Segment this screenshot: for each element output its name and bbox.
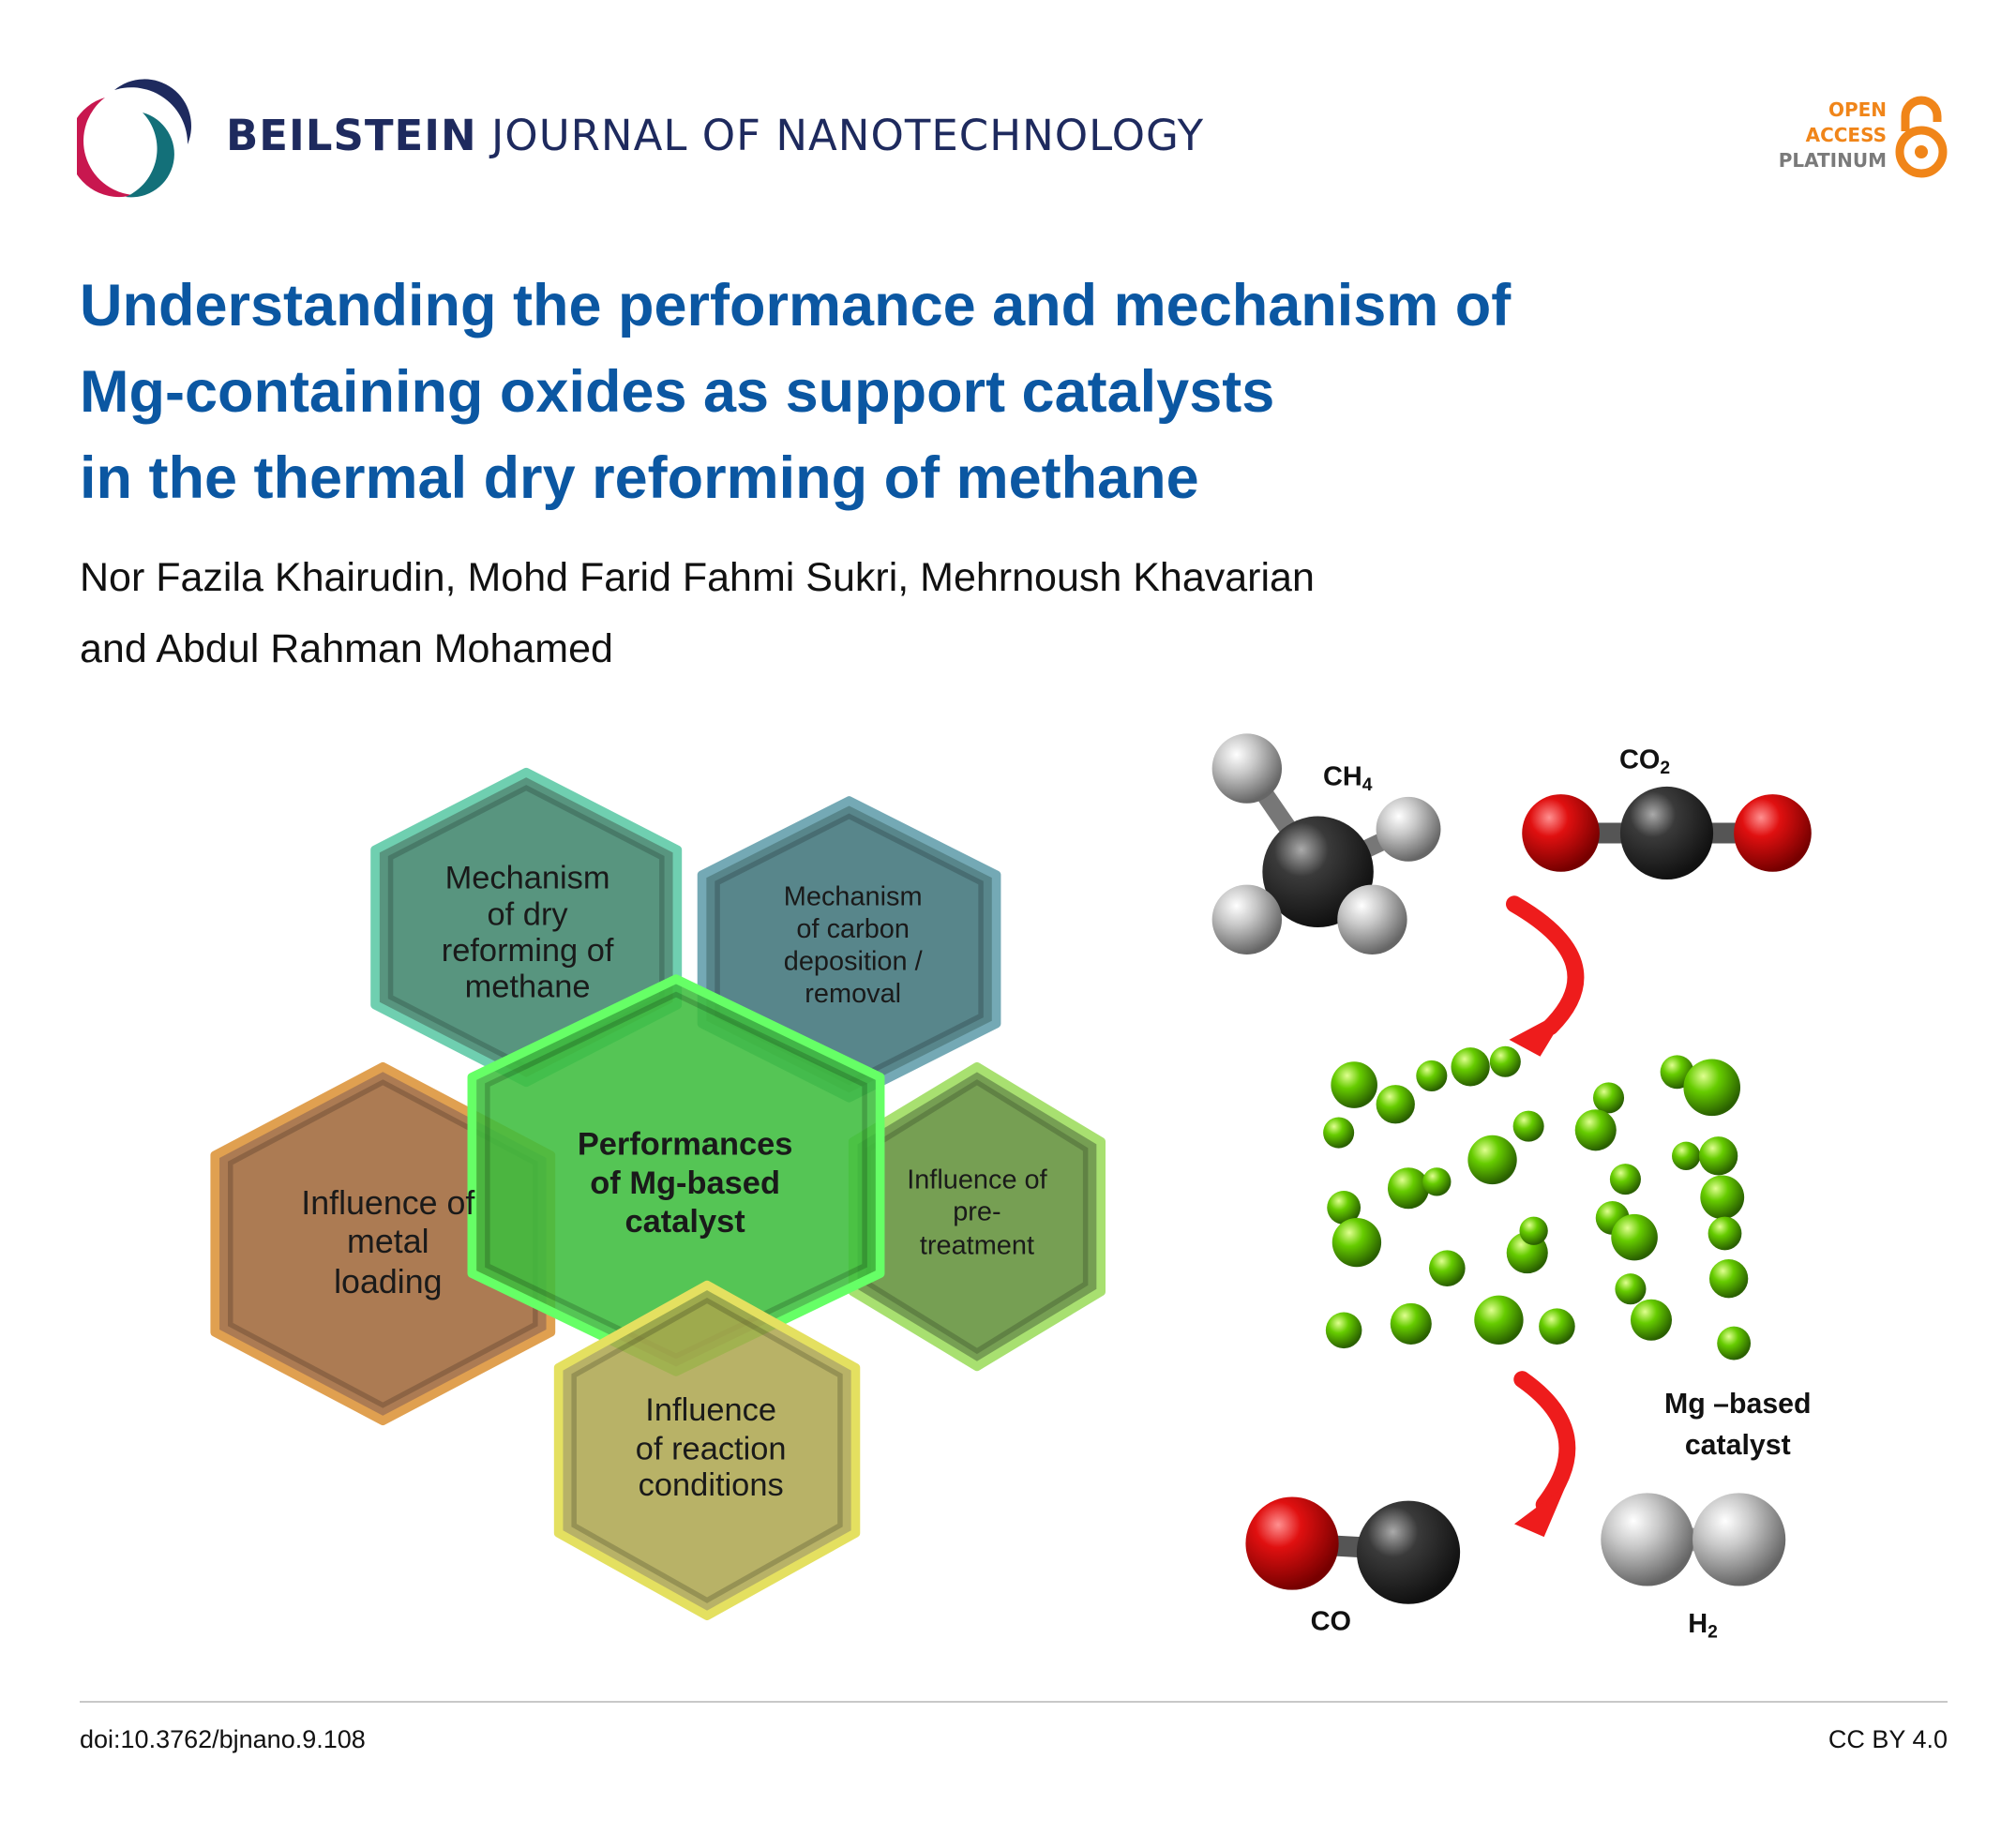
hydrogen-atom	[1211, 884, 1283, 955]
magnesium-atom	[1512, 1110, 1544, 1142]
co-label: CO	[1311, 1606, 1351, 1636]
magnesium-atom	[1698, 1136, 1738, 1176]
journal-name: BEILSTEIN JOURNAL OF NANOTECHNOLOGY	[226, 111, 1204, 160]
magnesium-atom	[1416, 1060, 1448, 1091]
carbon-atom	[1619, 786, 1714, 880]
magnesium-atom	[1331, 1061, 1377, 1108]
hydrogen-atom	[1693, 1493, 1786, 1586]
title-line: Understanding the performance and mechan…	[80, 273, 1512, 338]
author-list: Nor Fazila Khairudin, Mohd Farid Fahmi S…	[80, 542, 1315, 684]
magnesium-atom	[1609, 1164, 1641, 1195]
hydrogen-atom	[1376, 796, 1441, 862]
magnesium-atom	[1489, 1045, 1521, 1077]
magnesium-atom	[1708, 1216, 1742, 1251]
doi-link[interactable]: doi:10.3762/bjnano.9.108	[80, 1725, 366, 1753]
magnesium-atom	[1700, 1175, 1745, 1220]
reaction-arrow-icon	[1506, 895, 1585, 1036]
article-title: Understanding the performance and mechan…	[80, 263, 1511, 521]
magnesium-atom	[1615, 1273, 1647, 1305]
magnesium-atom	[1387, 1167, 1430, 1210]
arrow-head-icon	[1509, 1007, 1571, 1057]
ch4-label: CH4	[1323, 761, 1373, 795]
open-access-badge: OPEN ACCESS PLATINUM	[1744, 98, 1887, 173]
magnesium-atom	[1325, 1312, 1362, 1349]
magnesium-atom	[1717, 1326, 1752, 1360]
author-line: Nor Fazila Khairudin, Mohd Farid Fahmi S…	[80, 555, 1315, 600]
magnesium-atom	[1519, 1216, 1548, 1245]
footer-divider	[80, 1701, 1948, 1703]
badge-line-open: OPEN	[1828, 98, 1887, 121]
badge-line-platinum: PLATINUM	[1778, 149, 1887, 172]
magnesium-atom	[1474, 1295, 1524, 1345]
arrow-head-icon	[1513, 1485, 1567, 1538]
magnesium-atom	[1323, 1117, 1355, 1149]
magnesium-atom	[1611, 1213, 1658, 1261]
h2-label: H2	[1688, 1609, 1718, 1643]
badge-line-access: ACCESS	[1805, 124, 1887, 146]
magnesium-atom	[1422, 1167, 1452, 1196]
oxygen-atom	[1245, 1496, 1339, 1590]
magnesium-atom	[1574, 1109, 1617, 1151]
open-lock-icon	[1895, 96, 1948, 178]
magnesium-atom	[1451, 1047, 1490, 1087]
magnesium-atom	[1467, 1135, 1517, 1185]
co2-label: CO2	[1619, 745, 1670, 779]
journal-name-rest: JOURNAL OF NANOTECHNOLOGY	[491, 111, 1205, 160]
hydrogen-atom	[1211, 733, 1283, 804]
oxygen-atom	[1522, 794, 1600, 872]
hexagon-bevel	[571, 1297, 843, 1603]
magnesium-atom	[1429, 1250, 1466, 1286]
reaction-arrow-icon	[1513, 1371, 1576, 1513]
journal-name-bold: BEILSTEIN	[226, 111, 477, 160]
hexagon-reaction-conditions	[553, 1280, 861, 1621]
oxygen-atom	[1734, 794, 1812, 872]
carbon-atom	[1356, 1500, 1461, 1604]
magnesium-atom	[1672, 1141, 1701, 1170]
magnesium-atom	[1708, 1259, 1749, 1299]
title-line: in the thermal dry reforming of methane	[80, 445, 1199, 511]
title-line: Mg-containing oxides as support catalyst…	[80, 359, 1275, 425]
magnesium-atom	[1390, 1302, 1432, 1345]
author-line: and Abdul Rahman Mohamed	[80, 626, 613, 671]
magnesium-atom	[1630, 1299, 1673, 1341]
hydrogen-atom	[1601, 1493, 1694, 1586]
magnesium-atom	[1592, 1082, 1625, 1114]
magnesium-atom	[1539, 1308, 1575, 1345]
magnesium-atom	[1376, 1085, 1415, 1124]
license-label[interactable]: CC BY 4.0	[1828, 1725, 1948, 1753]
magnesium-atom	[1327, 1191, 1362, 1225]
journal-logo	[77, 79, 191, 198]
hydrogen-atom	[1337, 884, 1407, 955]
magnesium-atom	[1683, 1059, 1741, 1117]
magnesium-atom	[1331, 1217, 1382, 1268]
